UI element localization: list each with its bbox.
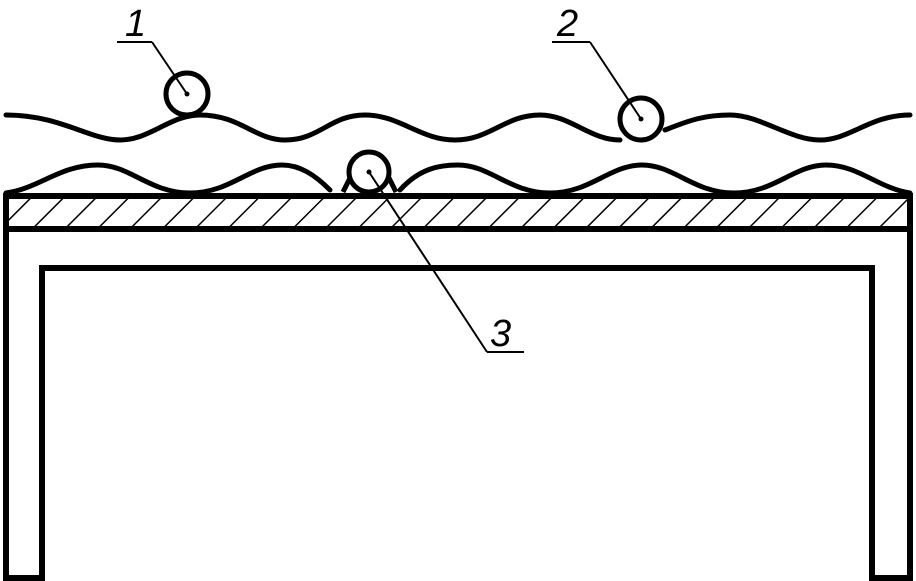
hatched-plate xyxy=(3,193,913,232)
callout-label-2: 2 xyxy=(556,3,578,45)
leader-3 xyxy=(368,171,524,353)
leader-1 xyxy=(117,41,188,95)
upper-wavy-sheet xyxy=(3,112,913,143)
callout-label-3: 3 xyxy=(490,313,511,355)
lower-wavy-sheet xyxy=(3,162,913,196)
leader-2 xyxy=(552,41,642,120)
callout-label-1: 1 xyxy=(125,3,146,45)
table-frame xyxy=(3,226,913,581)
